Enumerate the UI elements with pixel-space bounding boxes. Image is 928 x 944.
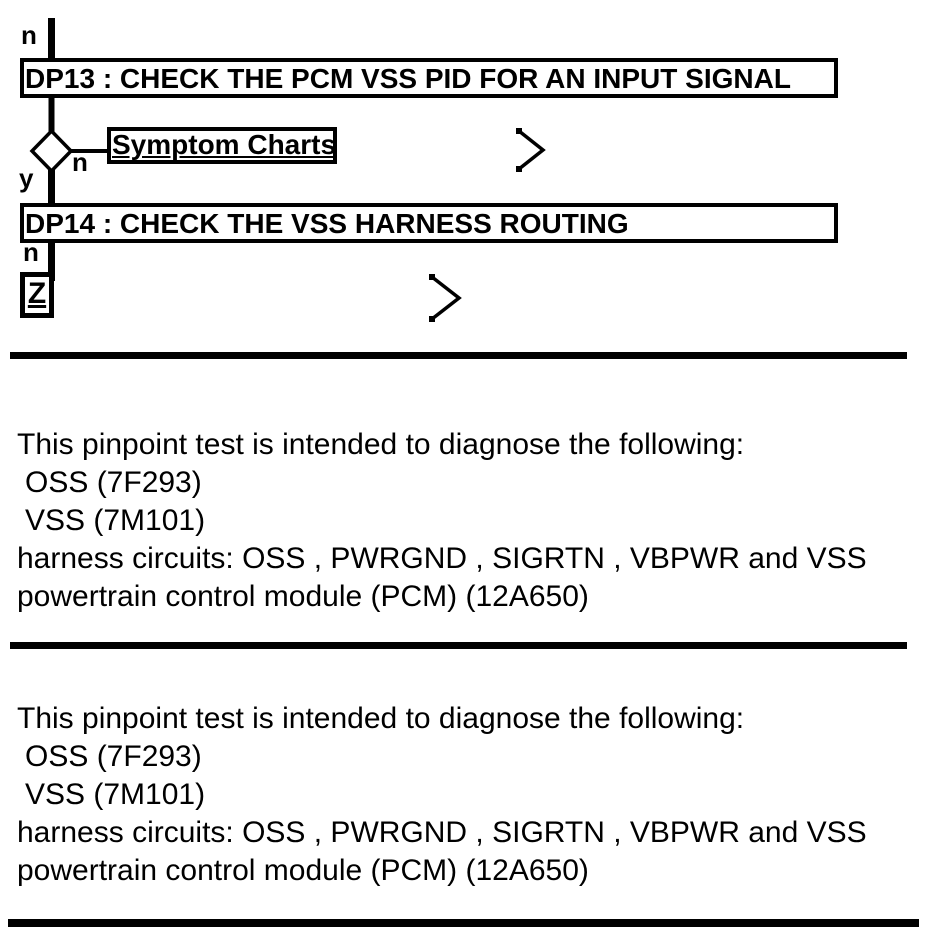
dp14-no-label: n [23, 237, 39, 267]
pinpoint-intro-block: This pinpoint test is intended to diagno… [17, 700, 917, 890]
intro-line: powertrain control module (PCM) (12A650) [17, 580, 589, 613]
intro-line: This pinpoint test is intended to diagno… [17, 428, 745, 461]
intro-line: powertrain control module (PCM) (12A650) [17, 854, 589, 887]
dp13-step-box: DP13 : CHECK THE PCM VSS PID FOR AN INPU… [20, 58, 838, 98]
intro-line: OSS (7F293) [25, 466, 202, 499]
chevron-right-icon[interactable] [425, 270, 469, 326]
chevron-right-icon[interactable] [512, 124, 552, 176]
intro-line: harness circuits: OSS , PWRGND , SIGRTN … [17, 816, 867, 849]
decision-diamond [29, 128, 74, 174]
symptom-charts-link[interactable]: Symptom Charts [107, 127, 337, 164]
pinpoint-intro-block: This pinpoint test is intended to diagno… [17, 426, 917, 616]
intro-line: VSS (7M101) [25, 778, 206, 811]
flowchart-connectors [29, 18, 109, 281]
entry-branch-label: n [21, 20, 37, 50]
decision-yes-label: y [19, 163, 34, 193]
z-connector-link[interactable]: Z [20, 272, 54, 318]
section-divider [10, 642, 907, 649]
dp14-step-box: DP14 : CHECK THE VSS HARNESS ROUTING [20, 203, 838, 243]
section-divider [10, 352, 907, 359]
intro-line: harness circuits: OSS , PWRGND , SIGRTN … [17, 542, 867, 575]
intro-line: OSS (7F293) [25, 740, 202, 773]
intro-line: VSS (7M101) [25, 504, 206, 537]
intro-line: This pinpoint test is intended to diagno… [17, 702, 745, 735]
decision-no-label: n [72, 147, 88, 177]
section-divider [8, 919, 919, 927]
